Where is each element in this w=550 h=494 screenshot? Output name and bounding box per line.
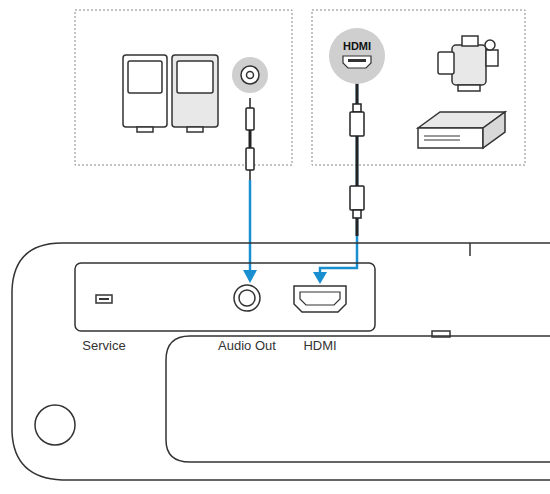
disc-player (418, 112, 505, 148)
connector-label: HDMI (329, 40, 385, 52)
hdmi-cable (350, 82, 364, 236)
hdmi-port (292, 284, 348, 314)
audio-port (232, 283, 262, 313)
audio-arrow (243, 180, 257, 283)
port: Service (80, 293, 128, 353)
speakers (123, 55, 218, 132)
port: HDMI (290, 284, 350, 353)
hdmi-connector-badge: HDMI (329, 28, 385, 84)
source-box (75, 10, 292, 165)
camcorder (438, 36, 498, 91)
projector-body (12, 243, 550, 480)
audio-cable (246, 98, 254, 180)
source-box (312, 10, 525, 165)
port: Audio Out (216, 283, 278, 353)
hdmi-icon (342, 55, 372, 69)
audio-jack-icon (232, 57, 268, 93)
port-label: Service (80, 338, 128, 353)
port-label: HDMI (290, 338, 350, 353)
service-port (94, 293, 114, 305)
port-label: Audio Out (216, 338, 278, 353)
